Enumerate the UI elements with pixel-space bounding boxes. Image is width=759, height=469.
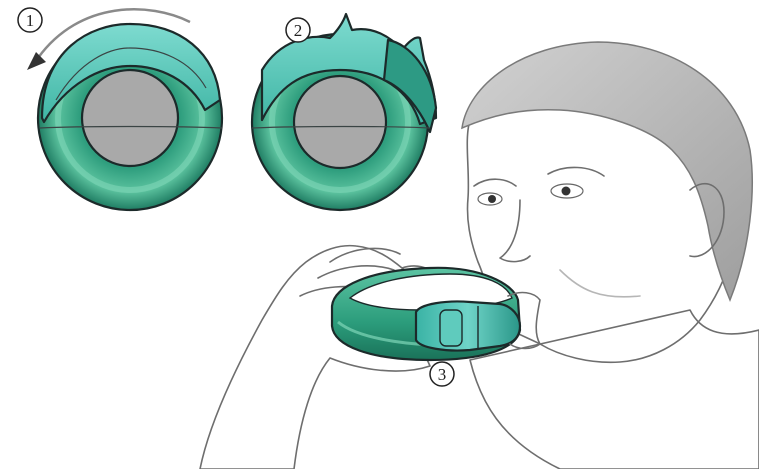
arrow-head-icon <box>27 52 46 70</box>
inhaler-in-use <box>332 268 520 360</box>
child-figure <box>462 42 759 469</box>
step-2-number: 2 <box>294 21 303 40</box>
step-3-number: 3 <box>438 365 447 384</box>
step-1-label: 1 <box>18 8 42 32</box>
step-3-label: 3 <box>430 362 454 386</box>
step-1-number: 1 <box>26 11 35 30</box>
step-2-device <box>252 14 436 210</box>
step-1-device <box>27 9 222 210</box>
step-2-label: 2 <box>286 18 310 42</box>
